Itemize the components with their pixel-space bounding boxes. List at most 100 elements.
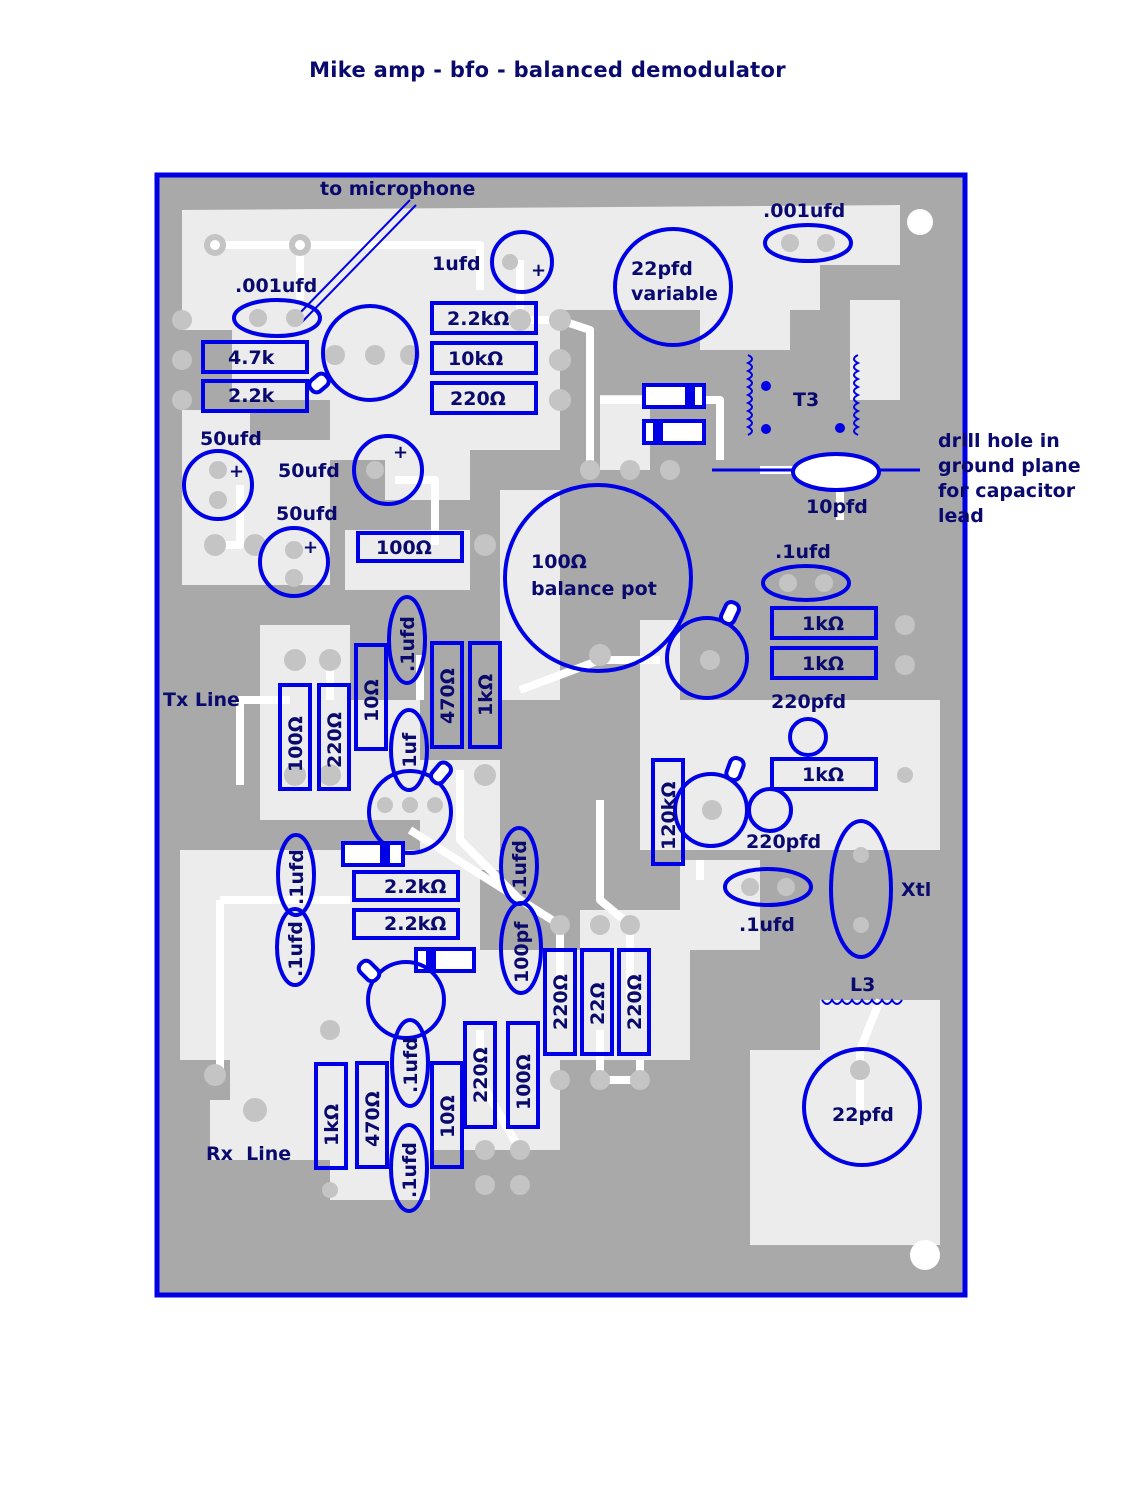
label-res-v-1ka: 1kΩ xyxy=(475,674,497,716)
res-10k xyxy=(430,341,538,375)
label-res-v-220d: 220Ω xyxy=(470,1047,492,1103)
label-cap-v-1ufd-c: .1ufd xyxy=(285,921,307,977)
label-res-v-22: 22Ω xyxy=(587,982,609,1025)
cap-10pfd xyxy=(791,452,881,492)
inductor-l3 xyxy=(821,998,903,1005)
res-v-22 xyxy=(580,948,614,1056)
label-22pfd-variable-line2: variable xyxy=(631,283,718,305)
label-cap-v-100pf: 100pf xyxy=(511,921,533,983)
label-cap-001ufd-left: .001ufd xyxy=(235,275,317,297)
cap-50ufd-3 xyxy=(258,526,330,598)
cap-1ufd xyxy=(490,230,554,294)
res-v-220d xyxy=(463,1021,497,1129)
board-outline xyxy=(154,172,968,1298)
label-res-v-100b: 100Ω xyxy=(513,1054,535,1110)
label-balance-pot-line1: 100Ω xyxy=(531,551,587,573)
crystal-xtl xyxy=(829,819,893,959)
solder-pads xyxy=(172,209,940,1270)
label-cap-22pfd-bottom: 22pfd xyxy=(832,1104,894,1126)
label-res-220-top: 220Ω xyxy=(450,388,506,410)
label-res-1k-c: 1kΩ xyxy=(802,764,844,786)
res-2-2k-left xyxy=(201,379,309,413)
label-cap-50ufd-1: 50ufd xyxy=(200,428,262,450)
svg-text:+: + xyxy=(303,537,318,558)
label-res-10k: 10kΩ xyxy=(448,348,503,370)
res-2-2k-top xyxy=(430,301,538,335)
transistor-right-upper xyxy=(665,616,749,700)
label-res-2-2k-top: 2.2kΩ xyxy=(447,308,509,330)
label-res-2-2k-m1: 2.2kΩ xyxy=(384,876,446,898)
cap-1ufd-right xyxy=(761,564,851,602)
label-rx-line: Rx Line xyxy=(206,1143,291,1165)
cap-v-1ufd-b xyxy=(276,833,316,917)
label-res-v-220c: 220Ω xyxy=(624,974,646,1030)
svg-text:+: + xyxy=(531,260,546,281)
cap-001ufd-top xyxy=(763,223,853,263)
label-res-v-10b: 10Ω xyxy=(437,1095,459,1138)
page-title: Mike amp - bfo - balanced demodulator xyxy=(309,58,786,82)
res-120k xyxy=(651,758,685,866)
res-v-100a xyxy=(278,683,312,791)
cap-v-100pf xyxy=(499,901,543,995)
label-cap-1ufd-lowright: .1ufd xyxy=(739,914,795,936)
cap-1ufd-lowright xyxy=(723,867,813,907)
cap-v-1ufd-f xyxy=(389,1123,429,1213)
res-220-top xyxy=(430,381,538,415)
label-to-microphone: to microphone xyxy=(320,178,475,200)
microphone-pointer-line xyxy=(294,199,411,319)
svg-text:+: + xyxy=(393,442,408,463)
label-cap-220pfd-b: 220pfd xyxy=(746,831,821,853)
label-cap-220pfd-a: 220pfd xyxy=(771,691,846,713)
res-v-220c xyxy=(617,948,651,1056)
note-drill-line3: for capacitor xyxy=(938,480,1076,502)
label-res-1k-a: 1kΩ xyxy=(802,613,844,635)
label-cap-50ufd-2: 50ufd xyxy=(278,460,340,482)
cap-v-1uf xyxy=(389,708,429,792)
label-res-v-220a: 220Ω xyxy=(324,712,346,768)
res-2-2k-m1 xyxy=(352,870,460,902)
note-drill-line2: ground plane xyxy=(938,455,1081,477)
note-drill-line4: lead xyxy=(938,505,984,527)
res-v-100b xyxy=(506,1021,540,1129)
res-v-10b xyxy=(430,1061,464,1169)
label-cap-v-1uf: .1uf xyxy=(399,732,421,775)
label-cap-001ufd-top: .001ufd xyxy=(763,200,845,222)
label-res-v-10: 10Ω xyxy=(361,679,383,722)
transformer-t3 xyxy=(745,354,861,436)
label-cap-1ufd-right: .1ufd xyxy=(775,541,831,563)
res-v-1ka xyxy=(468,641,502,749)
res-v-220a xyxy=(317,683,351,791)
note-drill-line1: drill hole in xyxy=(938,430,1060,452)
res-2-2k-m2 xyxy=(352,908,460,940)
label-res-100-mid: 100Ω xyxy=(376,537,432,559)
label-res-1k-b: 1kΩ xyxy=(802,653,844,675)
cap-220pfd-a xyxy=(788,717,828,757)
label-cap-50ufd-3: 50ufd xyxy=(276,503,338,525)
label-t3: T3 xyxy=(793,389,819,411)
res-4-7k xyxy=(201,340,309,374)
label-res-v-220b: 220Ω xyxy=(550,974,572,1030)
label-res-v-470b: 470Ω xyxy=(362,1091,384,1147)
cap-v-1ufd-e xyxy=(390,1018,430,1108)
cap-small-middle xyxy=(341,841,405,867)
label-cap-v-1ufd-f: .1ufd xyxy=(399,1142,421,1198)
transistor-top xyxy=(321,304,419,402)
label-cap-v-1ufd-a: .1ufd xyxy=(397,616,419,672)
label-res-2-2k-left: 2.2k xyxy=(228,385,275,407)
label-l3: L3 xyxy=(850,974,875,996)
label-balance-pot-line2: balance pot xyxy=(531,578,657,600)
res-1k-c xyxy=(770,757,878,791)
label-res-2-2k-m2: 2.2kΩ xyxy=(384,913,446,935)
label-22pfd-variable-line1: 22pfd xyxy=(631,258,693,280)
svg-text:+: + xyxy=(229,461,244,482)
label-xtl: Xtl xyxy=(901,879,931,901)
label-cap-10pfd: 10pfd xyxy=(806,496,868,518)
cap-001ufd-left xyxy=(232,298,322,338)
label-res-4-7k: 4.7k xyxy=(228,347,275,369)
label-cap-v-1ufd-b: .1ufd xyxy=(286,849,308,905)
label-tx-line: Tx Line xyxy=(163,689,240,711)
res-v-10 xyxy=(354,643,388,751)
transistor-lower xyxy=(366,960,446,1040)
res-v-1kb xyxy=(314,1062,348,1170)
